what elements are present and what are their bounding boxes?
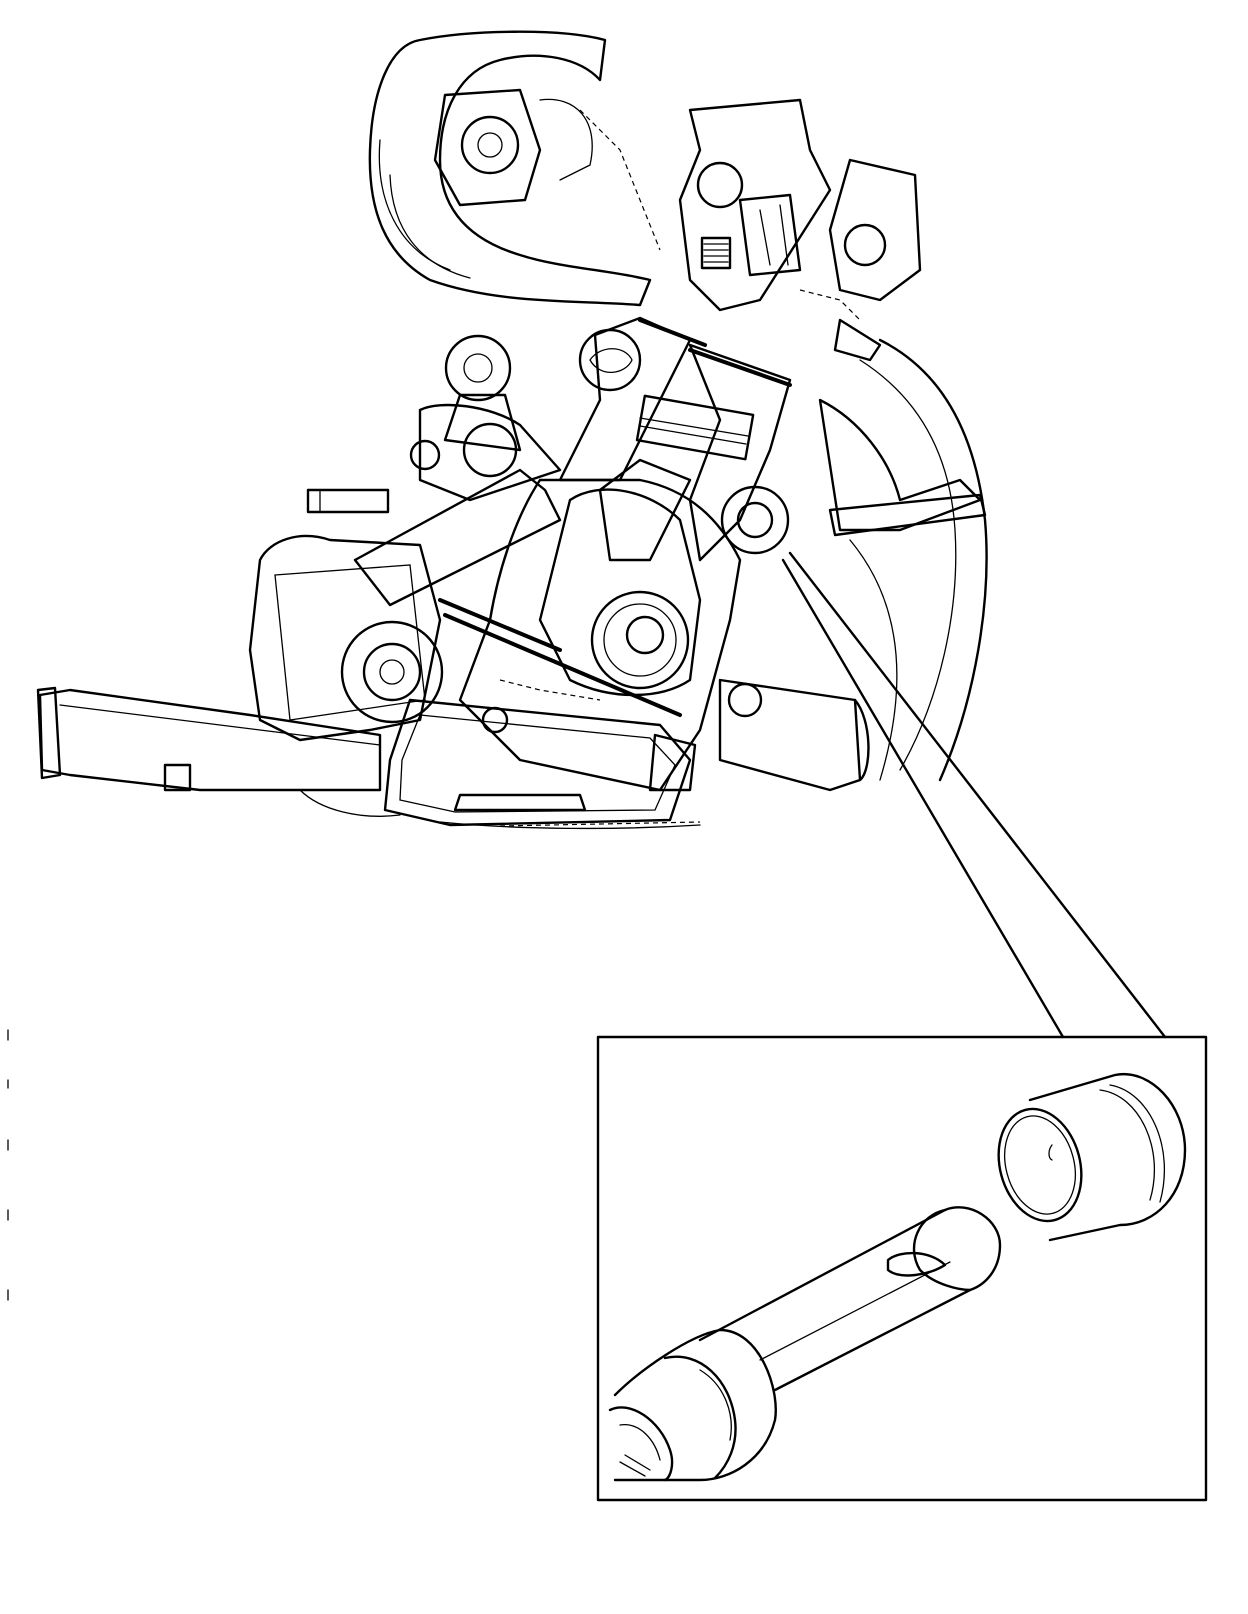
- bushing-icon: [997, 1072, 1187, 1242]
- oil-sump: [383, 698, 701, 830]
- cylinder-block: [558, 316, 792, 562]
- exhaust-manifold: [818, 338, 988, 782]
- detail-inset: [596, 1035, 1208, 1502]
- starter-motor: [718, 678, 870, 792]
- crankcase: [438, 458, 742, 792]
- piston-pin-icon: [608, 1206, 1002, 1482]
- left-accessories: [248, 334, 562, 742]
- upper-timing-cover: [368, 30, 661, 307]
- drive-tube: [36, 686, 401, 817]
- cylinder-head: [678, 98, 922, 362]
- callout-leader: [781, 551, 1167, 1039]
